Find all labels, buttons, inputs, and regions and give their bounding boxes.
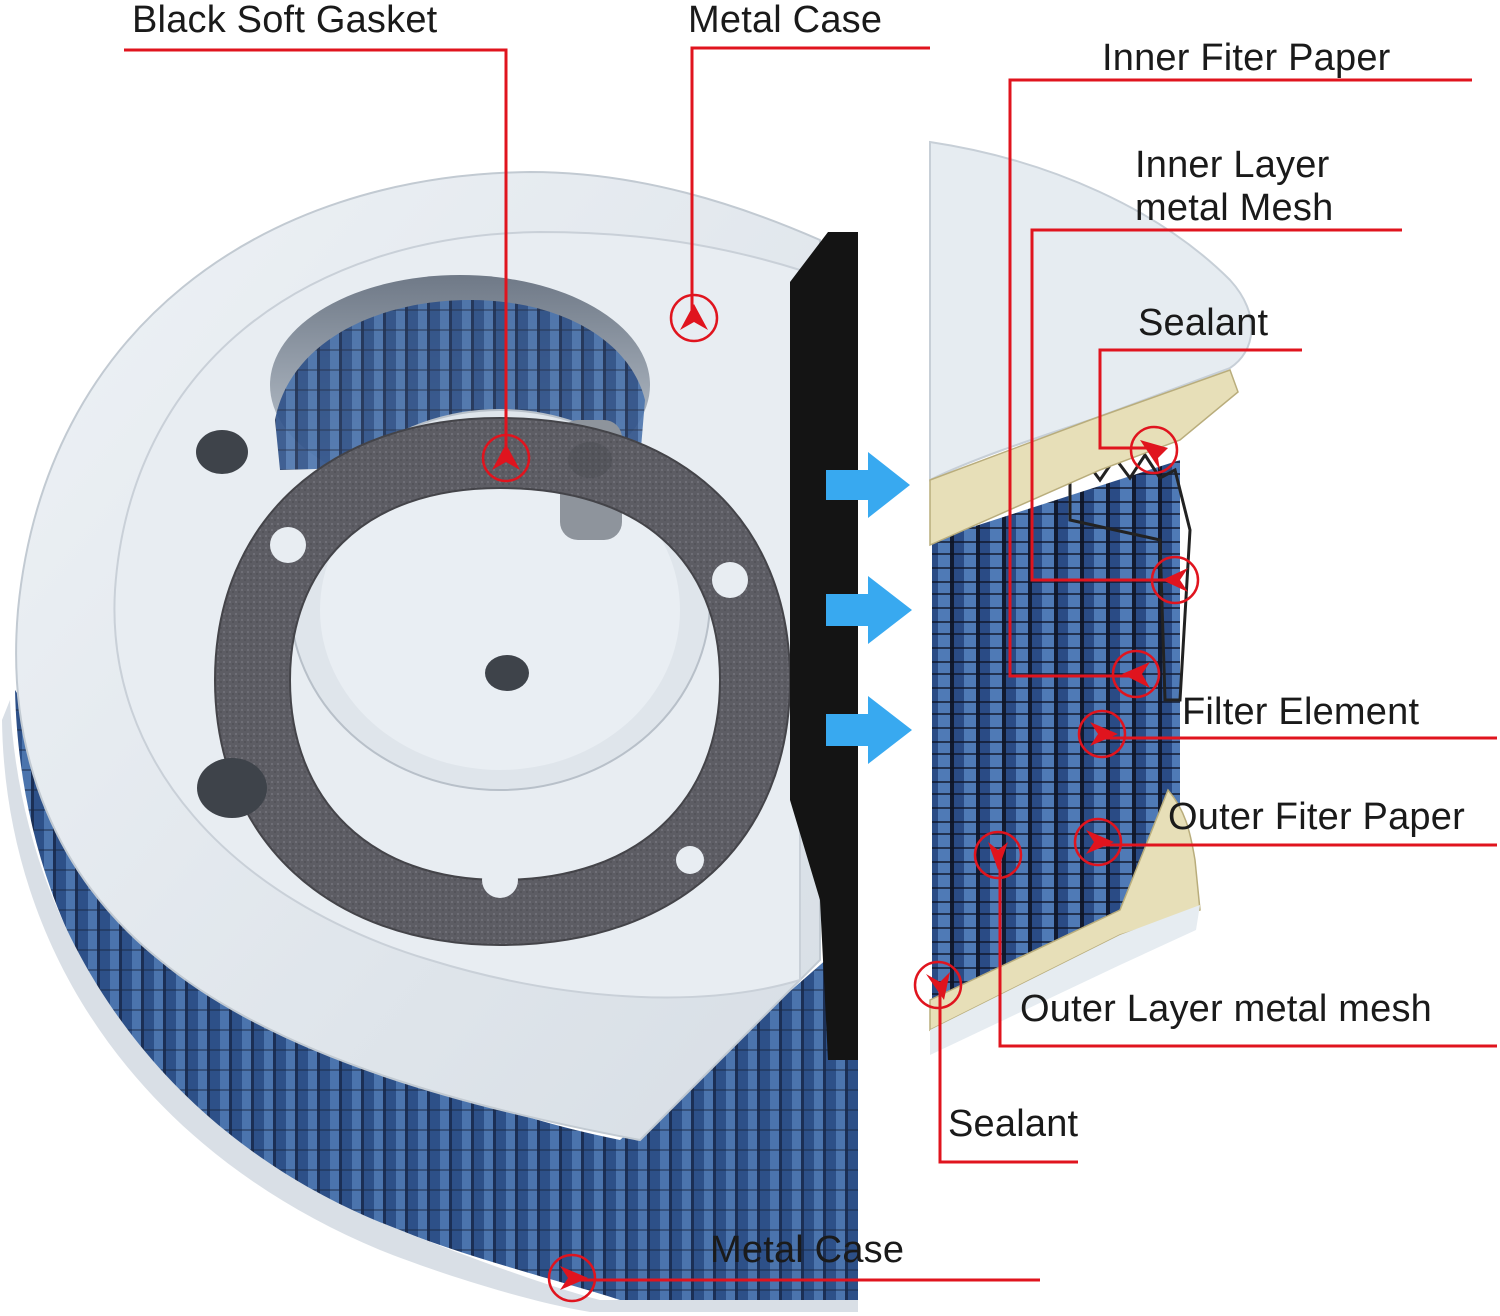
left-filter-assembly xyxy=(2,170,858,1312)
case-bolt-hole xyxy=(568,442,612,478)
gasket-hole xyxy=(712,562,748,598)
leader-sealant-top xyxy=(1098,348,1302,450)
marker-inner-filter-paper xyxy=(1111,649,1161,699)
label-inner-layer-mesh-line1: Inner Layer xyxy=(1135,144,1330,186)
marker-filter-element xyxy=(1077,709,1127,759)
marker-outer-layer-mesh xyxy=(973,830,1023,880)
marker-metal-case-top xyxy=(669,293,719,343)
flow-arrow-1 xyxy=(826,452,910,518)
leader-inner-layer-mesh xyxy=(1030,228,1402,582)
case-bolt-hole xyxy=(485,655,529,691)
leader-inner-filter-paper xyxy=(1008,78,1472,678)
label-metal-case-top: Metal Case xyxy=(688,0,883,41)
leader-outer-layer-mesh xyxy=(998,855,1497,1048)
marker-sealant-top xyxy=(1129,425,1179,475)
label-sealant-top: Sealant xyxy=(1138,302,1269,344)
target-markers xyxy=(481,293,1200,1303)
marker-outer-filter-paper xyxy=(1073,817,1123,867)
label-inner-layer-mesh-line2: metal Mesh xyxy=(1135,187,1334,229)
right-inner-mesh xyxy=(1068,452,1192,702)
left-cut-edge xyxy=(790,232,858,1060)
gasket-hole xyxy=(270,527,306,563)
label-filter-element: Filter Element xyxy=(1182,691,1420,733)
gasket-hole xyxy=(482,862,518,898)
label-metal-case-bottom: Metal Case xyxy=(710,1229,905,1271)
label-outer-filter-paper: Outer Fiter Paper xyxy=(1168,796,1465,838)
label-outer-layer-mesh: Outer Layer metal mesh xyxy=(1020,988,1433,1030)
leader-sealant-bottom xyxy=(938,985,1078,1164)
leader-lines xyxy=(124,46,1497,1282)
gasket-hole xyxy=(676,846,704,874)
case-bolt-hole xyxy=(196,430,248,474)
flow-arrows xyxy=(826,452,912,764)
right-pleats xyxy=(932,460,1180,1000)
flow-arrow-3 xyxy=(826,696,912,764)
right-top-sealant xyxy=(929,369,1239,547)
right-cross-section xyxy=(929,140,1253,1055)
right-bottom-case xyxy=(930,905,1200,1055)
marker-black-soft-gasket xyxy=(481,433,531,483)
left-pleated-band xyxy=(15,690,858,1300)
label-inner-filter-paper: Inner Fiter Paper xyxy=(1102,37,1391,79)
leader-black-soft-gasket xyxy=(124,48,508,458)
label-sealant-bottom: Sealant xyxy=(948,1103,1079,1145)
marker-sealant-bottom xyxy=(913,960,963,1010)
marker-inner-layer-mesh xyxy=(1150,555,1200,605)
case-bolt-hole xyxy=(197,758,267,818)
marker-metal-case-bottom xyxy=(547,1253,597,1303)
label-black-soft-gasket: Black Soft Gasket xyxy=(132,0,438,41)
leader-metal-case-top xyxy=(690,46,930,318)
flow-arrow-2 xyxy=(826,576,912,644)
